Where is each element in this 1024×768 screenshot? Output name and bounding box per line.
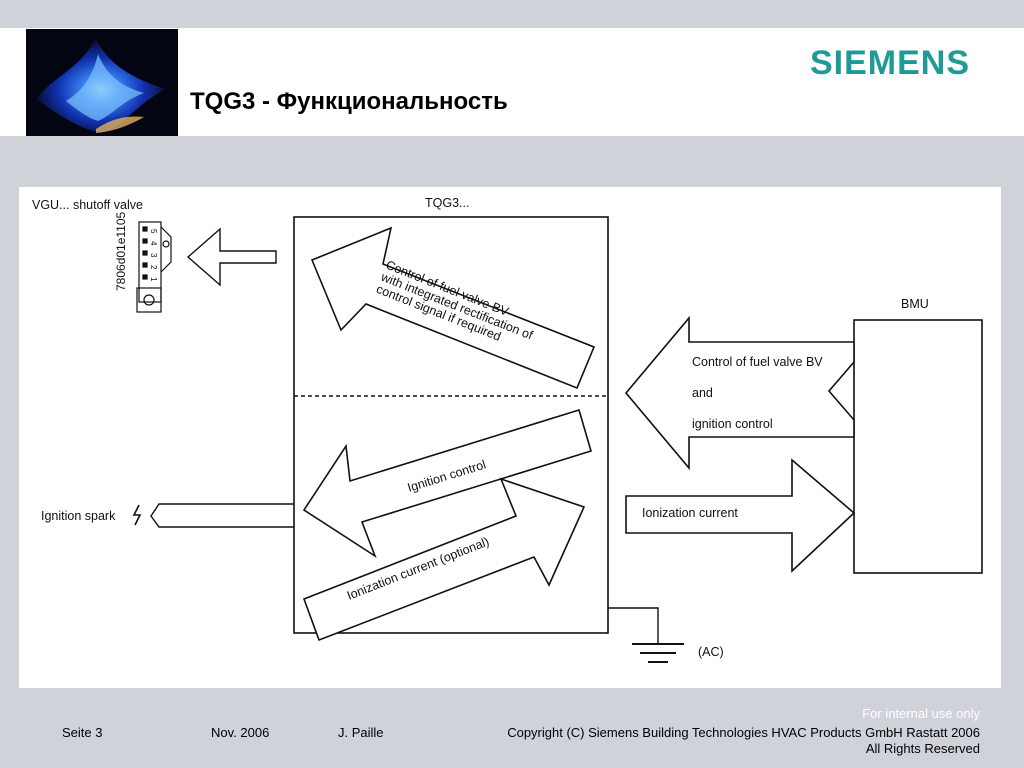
footer-date: Nov. 2006	[211, 725, 270, 740]
flame-logo-image	[26, 29, 178, 136]
bmu-control-line-3: ignition control	[692, 417, 773, 431]
ignition-spark-icon	[132, 504, 142, 526]
footer: Seite 3 Nov. 2006 J. Paille For internal…	[0, 690, 1024, 768]
tqg3-label: TQG3...	[425, 196, 469, 210]
connector-pin-label: 2	[149, 265, 158, 270]
footer-author: J. Paille	[338, 725, 384, 740]
connector-pin-label: 4	[149, 241, 158, 246]
flame-icon	[26, 29, 178, 136]
siemens-logo: SIEMENS	[810, 44, 971, 82]
footer-internal-note: For internal use only	[862, 706, 980, 721]
ground-wire	[608, 607, 659, 643]
ground-icon	[632, 643, 684, 663]
bmu-ionization-label: Ionization current	[642, 506, 738, 520]
vgu-label: VGU... shutoff valve	[32, 198, 143, 212]
bmu-label: BMU	[901, 297, 929, 311]
footer-copyright: Copyright (C) Siemens Building Technolog…	[507, 725, 980, 740]
vgu-connector-icon	[136, 221, 172, 313]
bmu-control-line-1: Control of fuel valve BV	[692, 355, 823, 369]
bmu-ionization-arrow	[625, 458, 856, 573]
connector-code: 7806d01e1105	[114, 211, 128, 291]
bmu-box	[853, 319, 983, 574]
bmu-control-arrow	[624, 315, 855, 471]
vgu-output-arrow	[186, 227, 277, 287]
functional-diagram: 5 4 3 2 1 7806d01e1105 VGU... shutoff va…	[32, 196, 983, 663]
ignition-spark-label: Ignition spark	[41, 509, 116, 523]
connector-pin-label: 1	[149, 277, 158, 282]
page-title: TQG3 - Функциональность	[190, 88, 508, 115]
diagram-panel: 5 4 3 2 1 7806d01e1105 VGU... shutoff va…	[19, 187, 1001, 688]
footer-rights: All Rights Reserved	[865, 741, 980, 756]
footer-page: Seite 3	[62, 725, 103, 740]
ignition-spark-lead	[150, 503, 294, 528]
ignition-control-arrow	[302, 408, 592, 559]
connector-pin-label: 3	[149, 253, 158, 258]
ionization-optional-arrow	[302, 477, 586, 642]
bmu-control-line-2: and	[692, 386, 713, 400]
ground-label: (AC)	[698, 645, 724, 659]
fuel-valve-arrow	[310, 226, 596, 390]
connector-pin-label: 5	[149, 229, 158, 234]
